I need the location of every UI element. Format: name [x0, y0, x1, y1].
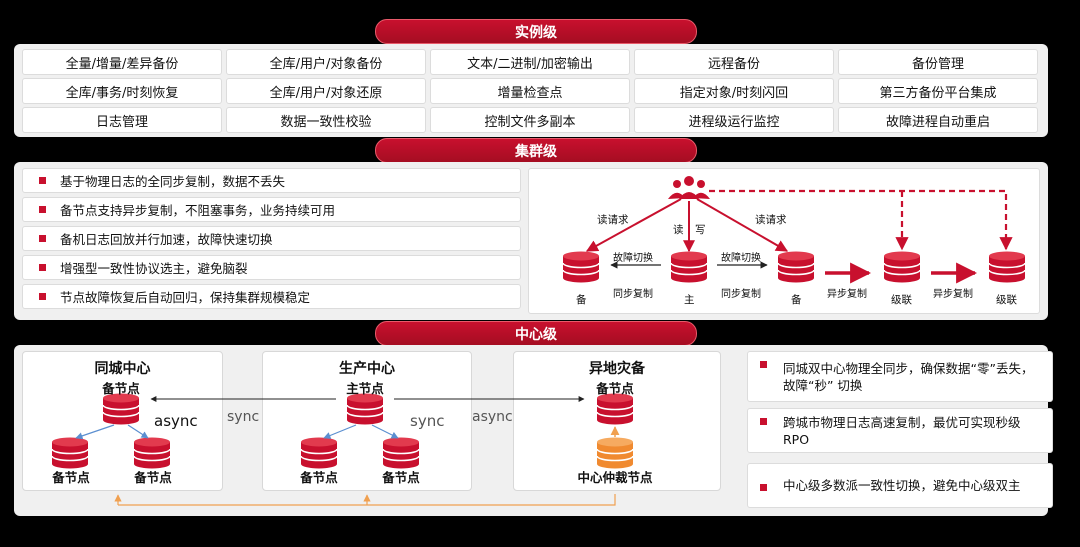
cascade-node-label: 级联 [996, 294, 1017, 306]
cluster-bullet-text: 基于物理日志的全同步复制，数据不丢失 [60, 174, 286, 189]
instance-level-panel: 全量/增量/差异备份全库/用户/对象备份文本/二进制/加密输出远程备份备份管理全… [14, 44, 1048, 137]
standby-db-icon [562, 251, 600, 283]
instance-level-banner: 实例级 [375, 19, 697, 44]
remote-dr-center-title: 异地灾备 [589, 361, 645, 377]
instance-feature-cell: 全量/增量/差异备份 [22, 49, 222, 75]
bullet-marker [760, 361, 767, 368]
arbiter-node-label: 中心仲裁节点 [577, 470, 653, 485]
instance-feature-cell: 远程备份 [634, 49, 834, 75]
replication-link [371, 424, 399, 439]
replication-link [75, 424, 115, 440]
standby-db-icon [133, 437, 171, 469]
arbiter-bracket [118, 494, 616, 506]
standby-node-label: 备 [576, 293, 587, 306]
center-bullet-1: 同城双中心物理全同步，确保数据“零”丢失，故障“秒” 切换 [747, 351, 1053, 402]
read-request-label: 读请求 [755, 213, 787, 226]
cluster-bullet-text: 备机日志回放并行加速，故障快速切换 [60, 232, 273, 247]
center-level-banner: 中心级 [375, 321, 697, 346]
standby-db-icon [777, 251, 815, 283]
async-replication-label: 异步复制 [933, 287, 973, 300]
standby-node-label: 备节点 [102, 381, 140, 396]
bullet-marker [39, 264, 46, 271]
cluster-bullet-3: 备机日志回放并行加速，故障快速切换 [22, 226, 521, 251]
center-bullet-3: 中心级多数派一致性切换，避免中心级双主 [747, 463, 1053, 508]
cluster-bullet-4: 增强型一致性协议选主，避免脑裂 [22, 255, 521, 280]
failover-label: 故障切换 [721, 251, 761, 264]
standby-node-label: 备节点 [596, 381, 634, 396]
primary-db-icon [346, 393, 384, 425]
standby-node-label: 备节点 [382, 470, 420, 485]
bullet-marker [39, 235, 46, 242]
cluster-bullet-2: 备节点支持异步复制，不阻塞事务，业务持续可用 [22, 197, 521, 222]
bullet-marker [760, 418, 767, 425]
standby-db-icon [596, 393, 634, 425]
cluster-bullet-text: 增强型一致性协议选主，避免脑裂 [60, 261, 248, 276]
standby-db-icon [102, 393, 140, 425]
sync-label: sync [410, 412, 444, 430]
instance-feature-cell: 进程级运行监控 [634, 107, 834, 133]
replication-link [127, 424, 149, 439]
async-label: async [472, 409, 513, 425]
bullet-marker [39, 206, 46, 213]
standby-node-label: 备 [791, 293, 802, 306]
center-bullet-text: 中心级多数派一致性切换，避免中心级双主 [783, 478, 1021, 493]
sync-label: sync [227, 409, 259, 425]
cascade-node-label: 级联 [891, 294, 912, 306]
cascade-db-icon [988, 251, 1026, 283]
bullet-marker [760, 484, 767, 491]
primary-db-icon [670, 251, 708, 283]
instance-feature-cell: 第三方备份平台集成 [838, 78, 1038, 104]
failover-label: 故障切换 [613, 251, 653, 264]
instance-feature-cell: 备份管理 [838, 49, 1038, 75]
replication-link [323, 424, 357, 439]
instance-feature-cell: 控制文件多副本 [430, 107, 630, 133]
instance-feature-cell: 数据一致性校验 [226, 107, 426, 133]
read-request-arrow-left [585, 198, 682, 252]
center-bullet-2: 跨城市物理日志高速复制，最优可实现秒级RPO [747, 408, 1053, 453]
async-label: async [154, 412, 198, 430]
bullet-marker [39, 293, 46, 300]
arbiter-db-icon [596, 437, 634, 469]
production-center-title: 生产中心 [339, 361, 395, 377]
standby-node-label: 备节点 [300, 470, 338, 485]
instance-feature-cell: 增量检查点 [430, 78, 630, 104]
cluster-bullet-text: 备节点支持异步复制，不阻塞事务，业务持续可用 [60, 203, 336, 218]
read-request-label: 读请求 [597, 213, 629, 226]
sync-replication-label: 同步复制 [721, 287, 761, 300]
instance-feature-grid: 全量/增量/差异备份全库/用户/对象备份文本/二进制/加密输出远程备份备份管理全… [22, 49, 1038, 133]
instance-feature-cell: 日志管理 [22, 107, 222, 133]
primary-node-label: 主节点 [346, 381, 384, 396]
center-bullet-text: 跨城市物理日志高速复制，最优可实现秒级RPO [783, 414, 1021, 447]
cluster-bullet-1: 基于物理日志的全同步复制，数据不丢失 [22, 168, 521, 193]
cluster-replication-diagram: 读请求 读 写 读请求 故障切换 故障切换 同步复制 同步复制 异步复制 异步复… [528, 168, 1040, 314]
cluster-level-panel: 基于物理日志的全同步复制，数据不丢失 备节点支持异步复制，不阻塞事务，业务持续可… [14, 162, 1048, 320]
bullet-marker [39, 177, 46, 184]
read-label: 读 [673, 223, 684, 236]
center-bullet-text: 同城双中心物理全同步，确保数据“零”丢失，故障“秒” 切换 [783, 360, 1034, 393]
instance-feature-cell: 全库/用户/对象还原 [226, 78, 426, 104]
standby-node-label: 备节点 [134, 470, 172, 485]
standby-db-icon [300, 437, 338, 469]
primary-node-label: 主 [684, 294, 695, 306]
async-replication-label: 异步复制 [827, 287, 867, 300]
cascade-read-dashed-arrow [709, 189, 1013, 251]
standby-db-icon [51, 437, 89, 469]
read-request-arrow-right [696, 198, 789, 252]
center-level-panel: 同城中心 生产中心 异地灾备 async sync sync async [14, 345, 1053, 516]
instance-feature-cell: 全库/事务/时刻恢复 [22, 78, 222, 104]
cluster-bullet-5: 节点故障恢复后自动回归，保持集群规模稳定 [22, 284, 521, 309]
cluster-level-banner: 集群级 [375, 138, 697, 163]
same-city-center-title: 同城中心 [94, 361, 151, 377]
instance-feature-cell: 全库/用户/对象备份 [226, 49, 426, 75]
users-icon [668, 176, 710, 199]
cascade-db-icon [883, 251, 921, 283]
instance-feature-cell: 文本/二进制/加密输出 [430, 49, 630, 75]
instance-feature-cell: 故障进程自动重启 [838, 107, 1038, 133]
sync-replication-label: 同步复制 [613, 287, 653, 300]
standby-db-icon [382, 437, 420, 469]
write-label: 写 [695, 224, 706, 236]
standby-node-label: 备节点 [52, 470, 90, 485]
cluster-bullet-text: 节点故障恢复后自动回归，保持集群规模稳定 [60, 290, 311, 305]
instance-feature-cell: 指定对象/时刻闪回 [634, 78, 834, 104]
